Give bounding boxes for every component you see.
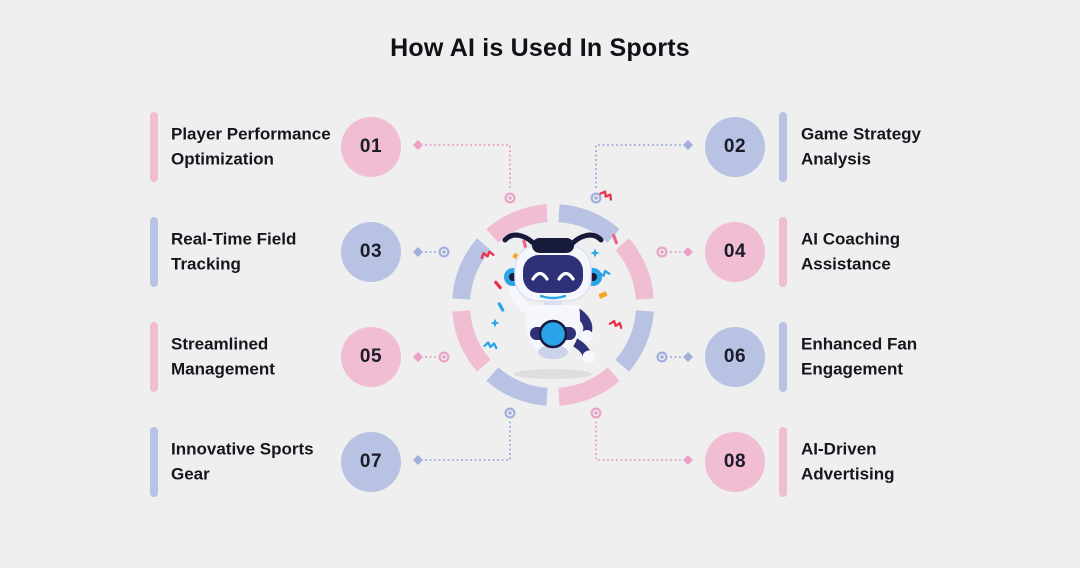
item-05-accent-bar [150, 322, 158, 392]
connector-06 [656, 351, 693, 363]
ring-segment-5 [486, 367, 548, 406]
item-06-label: Enhanced Fan Engagement [801, 334, 918, 378]
item-03-label: Real-Time Field Tracking [171, 229, 297, 273]
item-01-accent-bar [150, 112, 158, 182]
item-05-label: Streamlined Management [171, 334, 275, 378]
ring-segment-2 [615, 238, 654, 300]
item-02-label: Game Strategy Analysis [801, 124, 921, 168]
item-08-accent-bar [779, 427, 787, 497]
item-06-number-badge: 06 [705, 327, 765, 387]
item-08-number-badge: 08 [705, 432, 765, 492]
item-03: Real-Time Field Tracking 03 [150, 217, 401, 287]
item-03-accent-bar [150, 217, 158, 287]
ring-segment-1 [558, 204, 620, 243]
item-02-accent-bar [779, 112, 787, 182]
connector-03 [413, 246, 450, 258]
item-06: 06 Enhanced Fan Engagement [705, 322, 967, 392]
item-08: 08 AI-Driven Advertising [705, 427, 967, 497]
item-04-number-badge: 04 [705, 222, 765, 282]
connector-04 [656, 246, 693, 258]
item-01-label: Player Performance Optimization [171, 124, 331, 168]
robot-mascot-icon [502, 232, 604, 379]
item-08-label: AI-Driven Advertising [801, 439, 895, 483]
ring-segment-7 [452, 238, 491, 300]
ring-segment-8 [486, 204, 548, 243]
center-ring [452, 204, 654, 406]
page-title: How AI is Used In Sports [390, 34, 690, 62]
item-06-accent-bar [779, 322, 787, 392]
item-02-number-badge: 02 [705, 117, 765, 177]
item-05-number-badge: 05 [341, 327, 401, 387]
ring-segment-3 [615, 310, 654, 372]
connector-08 [590, 407, 693, 465]
item-01: Player Performance Optimization 01 [150, 112, 401, 182]
item-02: 02 Game Strategy Analysis [705, 112, 967, 182]
item-05: Streamlined Management 05 [150, 322, 401, 392]
item-04: 04 AI Coaching Assistance [705, 217, 967, 287]
ring-segment-6 [452, 310, 491, 372]
item-07-accent-bar [150, 427, 158, 497]
connector-05 [413, 351, 450, 363]
item-03-number-badge: 03 [341, 222, 401, 282]
connector-07 [413, 407, 516, 465]
connector-02 [590, 140, 693, 204]
item-04-accent-bar [779, 217, 787, 287]
item-07-label: Innovative Sports Gear [171, 439, 314, 483]
item-04-label: AI Coaching Assistance [801, 229, 901, 273]
connector-01 [413, 140, 516, 204]
item-01-number-badge: 01 [341, 117, 401, 177]
item-07-number-badge: 07 [341, 432, 401, 492]
ring-segment-4 [558, 367, 620, 406]
item-07: Innovative Sports Gear 07 [150, 427, 401, 497]
